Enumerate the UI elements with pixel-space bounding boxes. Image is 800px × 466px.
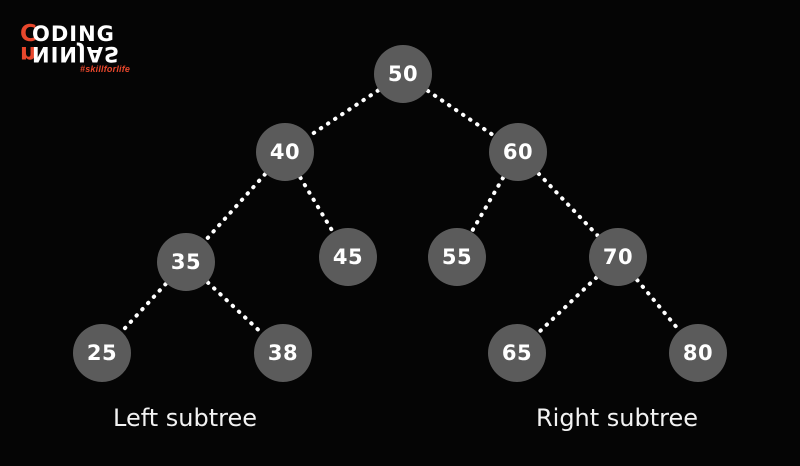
logo-mark-c-icon: C <box>20 21 37 47</box>
tree-node-35[interactable]: 35 <box>157 233 215 291</box>
tree-node-40[interactable]: 40 <box>256 123 314 181</box>
tree-node-38[interactable]: 38 <box>254 324 312 382</box>
tree-node-label: 45 <box>332 245 364 269</box>
left-subtree-label: Left subtree <box>112 404 258 432</box>
tree-edge <box>536 275 599 335</box>
coding-ninjas-logo: C n ODING NINJAS #skillforlife <box>18 14 168 76</box>
tree-node-55[interactable]: 55 <box>428 228 486 286</box>
tree-node-60[interactable]: 60 <box>489 123 547 181</box>
tree-node-label: 65 <box>501 341 533 365</box>
tree-edge <box>425 88 496 138</box>
right-subtree-label: Right subtree <box>535 404 699 432</box>
tree-node-label: 35 <box>170 250 202 274</box>
tree-node-50[interactable]: 50 <box>374 45 432 103</box>
tree-edge <box>470 175 505 234</box>
tree-node-label: 55 <box>441 245 473 269</box>
tree-node-label: 40 <box>269 140 301 164</box>
tree-edge <box>298 175 335 234</box>
tree-edge <box>120 282 168 333</box>
tree-node-label: 70 <box>602 245 634 269</box>
tree-node-label: 25 <box>86 341 118 365</box>
tree-edge <box>204 172 267 242</box>
logo-tagline: #skillforlife <box>80 64 131 74</box>
tree-node-80[interactable]: 80 <box>669 324 727 382</box>
tree-node-label: 80 <box>682 341 714 365</box>
tree-node-label: 60 <box>502 140 534 164</box>
tree-edge <box>308 88 380 138</box>
logo-text-coding: ODING <box>32 22 115 46</box>
tree-node-45[interactable]: 45 <box>319 228 377 286</box>
tree-node-70[interactable]: 70 <box>589 228 647 286</box>
tree-edge <box>205 280 264 335</box>
tree-node-25[interactable]: 25 <box>73 324 131 382</box>
tree-node-65[interactable]: 65 <box>488 324 546 382</box>
tree-edge <box>536 171 600 238</box>
tree-edge <box>635 278 681 332</box>
tree-node-label: 38 <box>267 341 299 365</box>
tree-node-label: 50 <box>387 62 419 86</box>
